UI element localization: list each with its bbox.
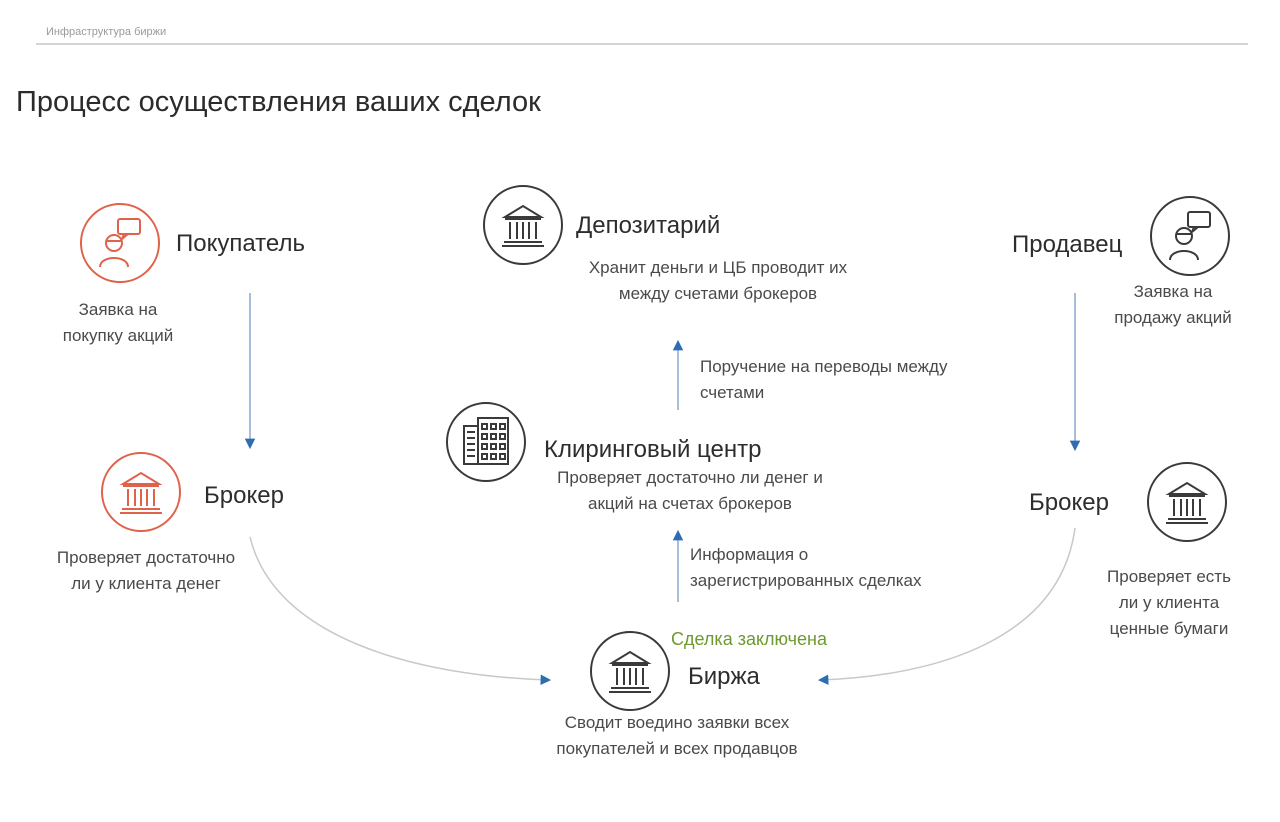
clearing-center-title: Клиринговый центр bbox=[544, 436, 762, 463]
buyer-title: Покупатель bbox=[176, 230, 305, 257]
page-title: Процесс осуществления ваших сделок bbox=[16, 86, 541, 118]
office-building-icon bbox=[463, 417, 509, 465]
deal-status-label: Сделка заключена bbox=[671, 629, 827, 649]
seller-title: Продавец bbox=[1012, 231, 1123, 258]
exchange-title: Биржа bbox=[688, 663, 760, 690]
arrow-broker-left-to-exchange bbox=[249, 536, 552, 685]
arrow-broker-right-to-exchange bbox=[817, 527, 1076, 685]
broker-right-icon bbox=[1147, 462, 1227, 542]
exchange-icon bbox=[590, 631, 670, 711]
broker-left-title: Брокер bbox=[204, 482, 284, 509]
seller-icon bbox=[1150, 196, 1230, 276]
bank-building-icon bbox=[608, 650, 652, 693]
bank-building-icon bbox=[501, 204, 545, 247]
depository-title: Депозитарий bbox=[576, 212, 721, 239]
depository-icon bbox=[483, 185, 563, 265]
person-chat-icon bbox=[99, 218, 141, 268]
bank-building-icon bbox=[119, 471, 163, 514]
broker-right-title: Брокер bbox=[1029, 489, 1109, 516]
bank-building-icon bbox=[1165, 481, 1209, 524]
broker-left-icon bbox=[101, 452, 181, 532]
person-chat-icon bbox=[1169, 211, 1211, 261]
clearing-center-icon bbox=[446, 402, 526, 482]
section-label: Инфраструктура биржи bbox=[46, 26, 167, 38]
buyer-icon bbox=[80, 203, 160, 283]
header-divider bbox=[36, 43, 1248, 45]
